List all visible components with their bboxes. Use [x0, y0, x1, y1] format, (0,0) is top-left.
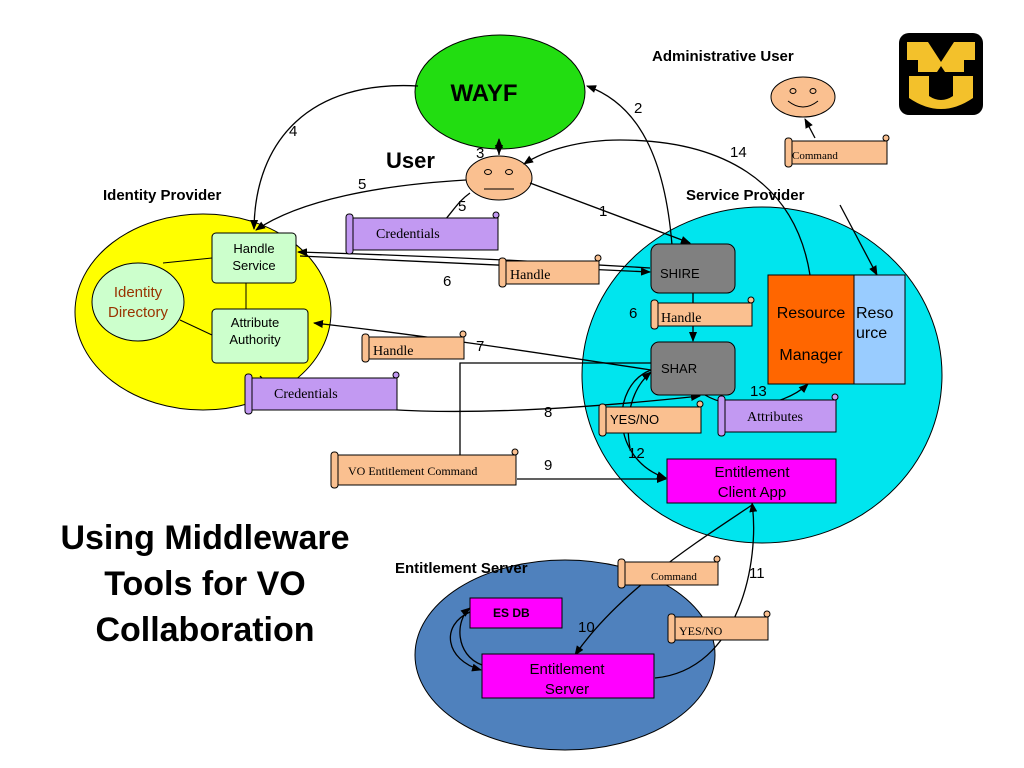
step-14: 14: [730, 144, 747, 161]
svg-text:Resource: Resource: [777, 305, 846, 322]
attribute-authority-box: Attribute Authority: [211, 308, 309, 364]
scroll-handle-sp: Handle: [650, 296, 755, 330]
shar-box: SHAR: [650, 341, 736, 396]
service-provider-label: Service Provider: [686, 187, 805, 204]
admin-face-icon: [770, 76, 836, 118]
entitlement-client-app-box: Entitlement Client App: [666, 458, 837, 504]
step-10: 10: [578, 619, 595, 636]
entitlement-server-group-label: Entitlement Server: [395, 560, 528, 577]
step-11: 11: [749, 565, 765, 582]
svg-text:Attributes: Attributes: [747, 410, 803, 425]
step-12: 12: [628, 445, 645, 462]
svg-text:Handle: Handle: [373, 344, 413, 359]
logo-icon: [899, 33, 983, 115]
step-7: 7: [476, 338, 484, 355]
scroll-command-admin: Command: [784, 134, 890, 168]
svg-text:Client App: Client App: [718, 484, 786, 501]
scroll-attributes: Attributes: [717, 393, 839, 437]
resource-box: Reso urce: [853, 274, 906, 385]
handle-service-box: Handle Service: [211, 232, 297, 284]
svg-text:Handle: Handle: [233, 241, 274, 256]
shire-box: SHIRE: [650, 243, 736, 294]
svg-text:Attribute: Attribute: [231, 315, 279, 330]
step-13: 13: [750, 383, 767, 400]
wayf-label: WAYF: [450, 80, 517, 107]
user-label: User: [386, 148, 435, 173]
scroll-credentials-top: Credentials: [345, 211, 500, 255]
svg-text:SHIRE: SHIRE: [660, 266, 700, 281]
scroll-yes-no-sp: YES/NO: [598, 400, 704, 437]
step-4: 4: [289, 123, 297, 140]
title-line-3: Collaboration: [95, 611, 315, 649]
step-2: 2: [634, 100, 642, 117]
svg-text:YES/NO: YES/NO: [679, 624, 723, 638]
step-3: 3: [476, 145, 484, 162]
svg-text:Server: Server: [545, 681, 589, 698]
es-db-box: ES DB: [469, 597, 563, 629]
admin-user-label: Administrative User: [652, 48, 794, 65]
scroll-handle-mid: Handle: [498, 254, 602, 288]
step-6a: 6: [443, 273, 451, 290]
scroll-handle-left: Handle: [361, 330, 467, 363]
scroll-command-es: Command: [617, 555, 721, 589]
svg-text:SHAR: SHAR: [661, 361, 697, 376]
svg-text:Handle: Handle: [661, 311, 701, 326]
svg-text:Entitlement: Entitlement: [714, 464, 790, 481]
step-5b: 5: [458, 198, 466, 215]
step-9: 9: [544, 457, 552, 474]
svg-text:Credentials: Credentials: [376, 227, 440, 242]
step-1: 1: [599, 203, 607, 220]
svg-text:Directory: Directory: [108, 304, 169, 321]
svg-text:VO Entitlement Command: VO Entitlement Command: [348, 464, 477, 478]
title-line-2: Tools for VO: [104, 565, 306, 603]
svg-text:urce: urce: [856, 325, 887, 342]
svg-text:YES/NO: YES/NO: [610, 412, 659, 427]
svg-text:Authority: Authority: [229, 332, 281, 347]
scroll-vo-command: VO Entitlement Command: [330, 448, 519, 489]
scroll-credentials-bottom: Credentials: [244, 371, 400, 415]
step-6b: 6: [629, 305, 637, 322]
resource-manager-box: Resource Manager: [767, 274, 855, 385]
identity-directory: Identity Directory: [91, 262, 185, 342]
svg-text:Entitlement: Entitlement: [529, 661, 605, 678]
user-face-icon: [465, 155, 533, 201]
entitlement-server-box: Entitlement Server: [481, 653, 655, 699]
title-line-1: Using Middleware: [60, 519, 350, 557]
svg-text:ES DB: ES DB: [493, 606, 530, 620]
scroll-yes-no-es: YES/NO: [667, 610, 771, 644]
svg-text:Credentials: Credentials: [274, 387, 338, 402]
step-5a: 5: [358, 176, 366, 193]
svg-text:Handle: Handle: [510, 268, 550, 283]
svg-text:Command: Command: [792, 150, 838, 162]
identity-provider-label: Identity Provider: [103, 187, 222, 204]
svg-text:Command: Command: [651, 571, 697, 583]
step-numbers: 1 2 3 4 5 5 6 6 7 8 9 10 11 12 13 14: [289, 100, 767, 636]
svg-text:Service: Service: [232, 258, 275, 273]
svg-text:Identity: Identity: [114, 284, 163, 301]
step-8: 8: [544, 404, 552, 421]
svg-text:Reso: Reso: [856, 305, 893, 322]
slide-title: Using Middleware Tools for VO Collaborat…: [30, 515, 380, 653]
svg-text:Manager: Manager: [779, 347, 843, 364]
